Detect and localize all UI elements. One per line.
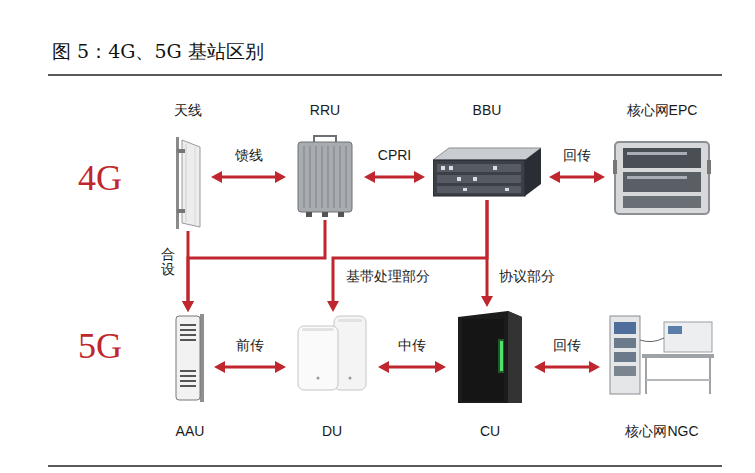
connector-label: 回传 <box>563 147 591 164</box>
connector <box>364 171 425 183</box>
connector-label: 合设 <box>161 247 175 278</box>
device-label: CU <box>480 423 500 440</box>
bbu-icon <box>433 146 541 198</box>
device-label: 天线 <box>174 102 202 119</box>
connector-line <box>387 366 437 369</box>
connector-label: CPRI <box>378 147 411 164</box>
generation-label: 4G <box>78 160 122 196</box>
device-label: BBU <box>473 102 502 119</box>
connector <box>378 361 446 373</box>
connector-line <box>558 176 596 179</box>
connector-label: 回传 <box>553 337 581 354</box>
connector-line <box>188 220 325 303</box>
arrow-head <box>182 301 194 312</box>
arrow-head <box>182 301 194 312</box>
arrow-head <box>275 171 286 183</box>
aau-icon <box>174 314 206 402</box>
connector-label: 馈线 <box>235 147 263 164</box>
device-node: 核心网NGC <box>600 308 724 441</box>
arrow-head <box>378 361 389 373</box>
connector <box>182 220 325 312</box>
arrow-head <box>327 301 339 312</box>
connector-label: 前传 <box>236 337 264 354</box>
connector <box>534 361 600 373</box>
cu-icon <box>454 309 526 405</box>
connector <box>214 361 286 373</box>
device-label: RRU <box>310 102 340 119</box>
device-label: 核心网EPC <box>627 102 698 119</box>
arrow-head <box>481 296 493 307</box>
device-node: BBU <box>425 100 549 200</box>
connector-line <box>486 200 489 298</box>
epc-icon <box>613 140 711 216</box>
connector <box>549 171 605 183</box>
antenna-icon <box>173 137 203 229</box>
connector-line <box>223 366 277 369</box>
connector-line <box>543 366 591 369</box>
top-rule <box>48 74 722 76</box>
connector <box>211 171 286 183</box>
arrow-head <box>414 171 425 183</box>
device-node: DU <box>286 312 378 441</box>
connector <box>327 200 487 312</box>
device-node: AAU <box>166 312 214 441</box>
connector-line <box>333 200 487 303</box>
figure-title: 图 5：4G、5G 基站区别 <box>52 40 264 63</box>
arrow-head <box>589 361 600 373</box>
arrow-head <box>275 361 286 373</box>
device-node: RRU <box>286 100 364 220</box>
arrow-head <box>534 361 545 373</box>
arrow-head <box>211 171 222 183</box>
device-label: DU <box>322 423 342 440</box>
connector-line <box>373 176 416 179</box>
ngc-icon <box>608 310 716 396</box>
device-label: AAU <box>176 423 205 440</box>
connector-line <box>220 176 277 179</box>
arrow-head <box>214 361 225 373</box>
device-label: 核心网NGC <box>625 423 698 440</box>
device-node: CU <box>446 307 534 441</box>
connector-label: 协议部分 <box>499 268 555 285</box>
device-node: 核心网EPC <box>605 100 719 218</box>
connector-label: 基带处理部分 <box>346 268 430 285</box>
connector-label: 中传 <box>398 337 426 354</box>
device-node: 天线 <box>165 100 211 231</box>
bottom-rule <box>48 465 722 467</box>
arrow-head <box>549 171 560 183</box>
arrow-head <box>594 171 605 183</box>
arrow-head <box>364 171 375 183</box>
rru-icon <box>294 134 356 218</box>
connector <box>481 200 493 307</box>
du-icon <box>294 314 370 392</box>
generation-label: 5G <box>78 328 122 364</box>
arrow-head <box>435 361 446 373</box>
